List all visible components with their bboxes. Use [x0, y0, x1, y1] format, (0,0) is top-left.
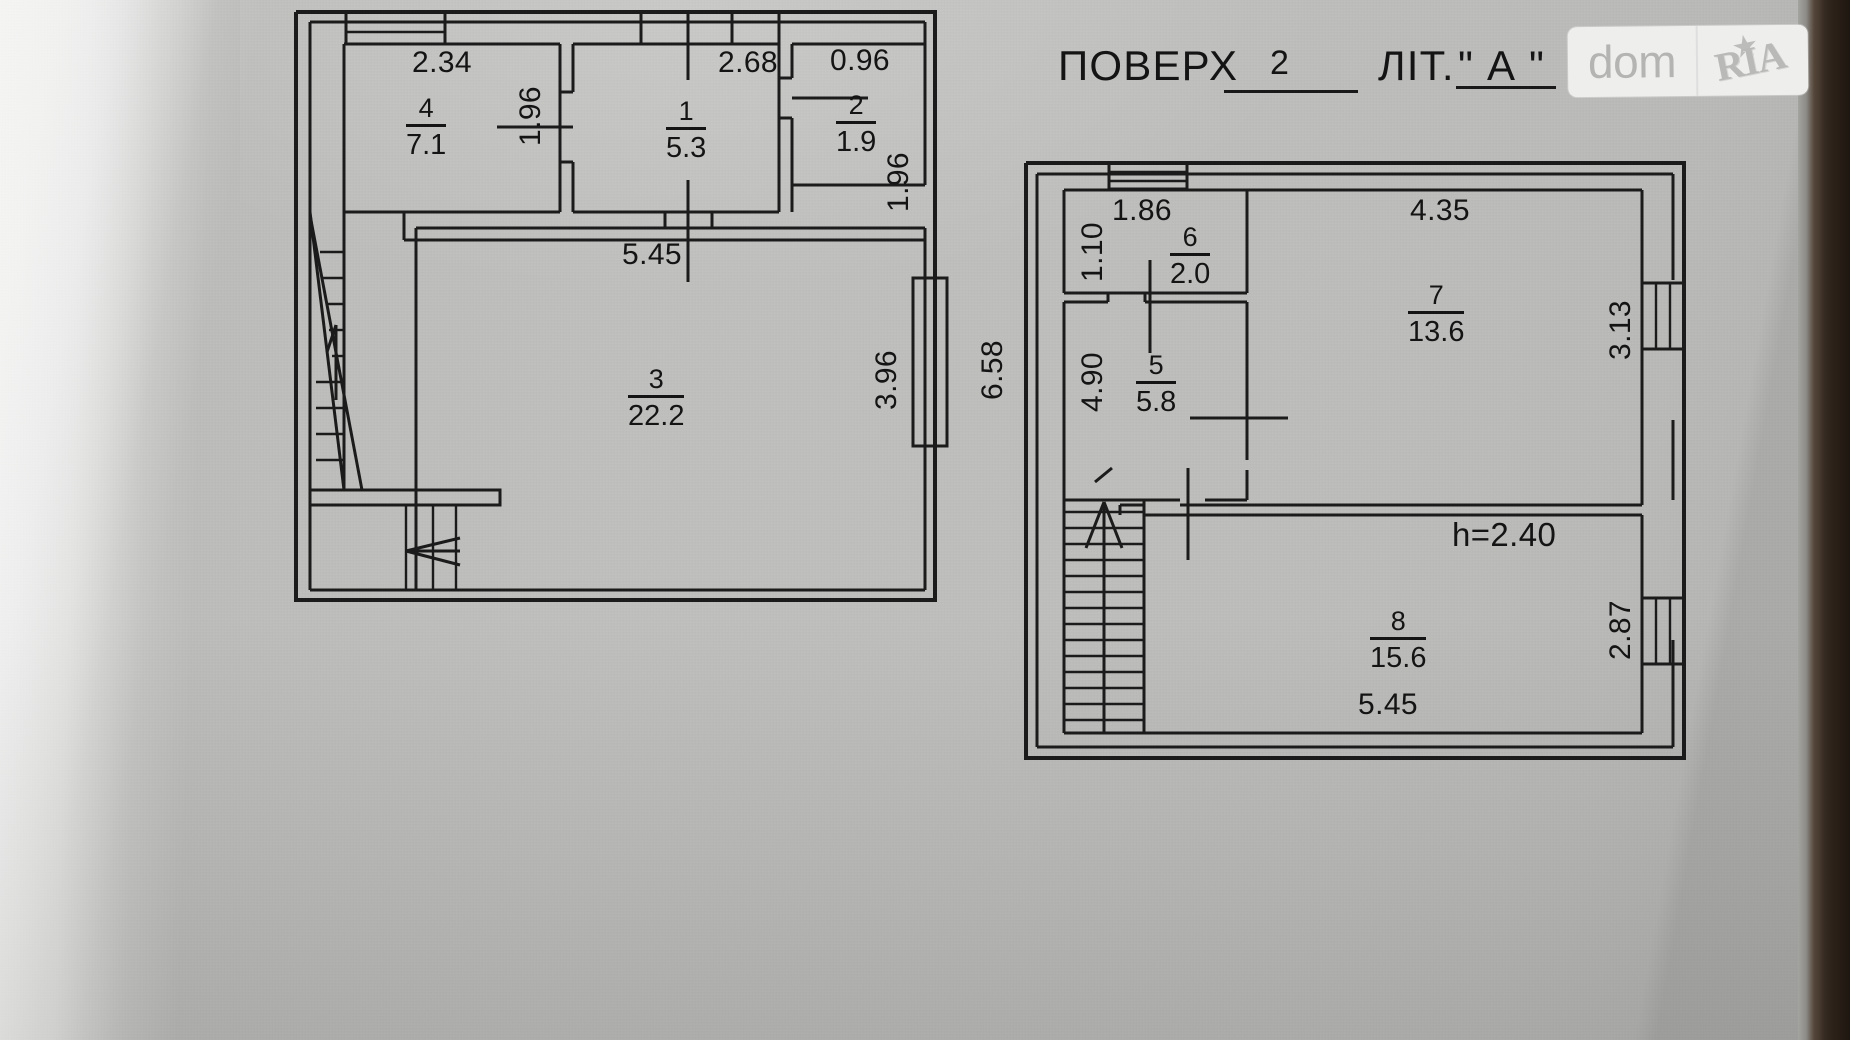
room-label-6: 6 2.0	[1170, 222, 1211, 289]
room-4-number: 4	[418, 93, 434, 123]
watermark-ria-text: RIA	[1711, 31, 1789, 90]
paper-shadow-bottom	[0, 620, 1850, 1040]
room-label-2: 2 1.9	[836, 90, 877, 157]
room-8-area: 15.6	[1370, 637, 1427, 673]
left-plan-window-right	[913, 278, 947, 446]
dim-room6-height: 1.10	[1076, 222, 1109, 282]
room-2-number: 2	[848, 90, 864, 120]
header-letter-label: ЛІТ.	[1378, 42, 1455, 89]
dim-room1-width: 2.68	[718, 46, 778, 79]
room-7-number: 7	[1428, 280, 1444, 310]
room-6-number: 6	[1182, 222, 1198, 252]
room-4-area: 7.1	[406, 124, 447, 160]
dim-room7-width: 4.35	[1410, 194, 1470, 227]
paper-highlight	[240, 0, 1340, 300]
right-plan-outline	[1026, 163, 1684, 758]
right-plan-room-6-walls	[1064, 190, 1247, 353]
left-plan-room-2-walls	[792, 44, 925, 185]
watermark-ria-block: ★ RIA	[1698, 25, 1803, 96]
dim-overall-height: 6.58	[976, 340, 1009, 400]
room-6-area: 2.0	[1170, 253, 1211, 289]
header-floor-rule	[1224, 90, 1358, 93]
room-label-8: 8 15.6	[1370, 606, 1427, 673]
room-5-area: 5.8	[1136, 381, 1177, 417]
dim-room7-height: 3.13	[1604, 300, 1637, 360]
header-letter-value: " А "	[1458, 42, 1546, 89]
left-plan-partition-1-2	[779, 44, 868, 212]
dim-room4-height: 1.96	[514, 86, 547, 146]
dim-room6-width: 1.86	[1112, 194, 1172, 227]
room-3-number: 3	[648, 364, 664, 394]
left-plan-window-top	[346, 12, 445, 44]
room-1-area: 5.3	[666, 127, 707, 163]
dom-ria-watermark: dom ★ RIA	[1567, 24, 1809, 98]
dim-room3-width: 5.45	[622, 238, 682, 271]
right-plan-window-room7	[1642, 283, 1684, 349]
room-label-7: 7 13.6	[1408, 280, 1465, 347]
room-label-4: 4 7.1	[406, 93, 447, 160]
room-label-5: 5 5.8	[1136, 350, 1177, 417]
room-label-1: 1 5.3	[666, 96, 707, 163]
header-floor-label: ПОВЕРХ	[1058, 42, 1239, 89]
room-label-3: 3 22.2	[628, 364, 685, 431]
header-letter-rule	[1456, 86, 1556, 89]
dim-room5-height: 4.90	[1076, 352, 1109, 412]
dim-room2-height: 1.96	[882, 152, 915, 212]
left-plan-partition-4-1	[497, 44, 573, 212]
watermark-dom-text: dom	[1587, 35, 1677, 89]
table-edge-shadow	[1820, 0, 1850, 1040]
dim-room3-height: 3.96	[870, 350, 903, 410]
right-plan-window-room8	[1642, 598, 1684, 664]
dim-room4-width: 2.34	[412, 46, 472, 79]
room-7-area: 13.6	[1408, 311, 1465, 347]
room-3-area: 22.2	[628, 395, 685, 431]
header-floor-value: 2	[1270, 44, 1289, 82]
ceiling-height-note: h=2.40	[1452, 516, 1557, 553]
left-plan-top-wall-ticks	[445, 12, 779, 44]
right-plan-room-5-walls	[1064, 302, 1247, 560]
left-plan-outer-envelope	[296, 12, 935, 600]
right-plan-staircase	[1064, 468, 1144, 733]
dim-room8-width: 5.45	[1358, 688, 1418, 721]
right-plan-window-top	[1109, 163, 1187, 189]
room-1-number: 1	[678, 96, 694, 126]
room-8-number: 8	[1390, 606, 1406, 636]
room-5-number: 5	[1148, 350, 1164, 380]
room-2-area: 1.9	[836, 121, 877, 157]
dim-room2-width: 0.96	[830, 44, 890, 77]
dim-room8-height: 2.87	[1604, 600, 1637, 660]
left-plan-staircase	[310, 212, 500, 590]
